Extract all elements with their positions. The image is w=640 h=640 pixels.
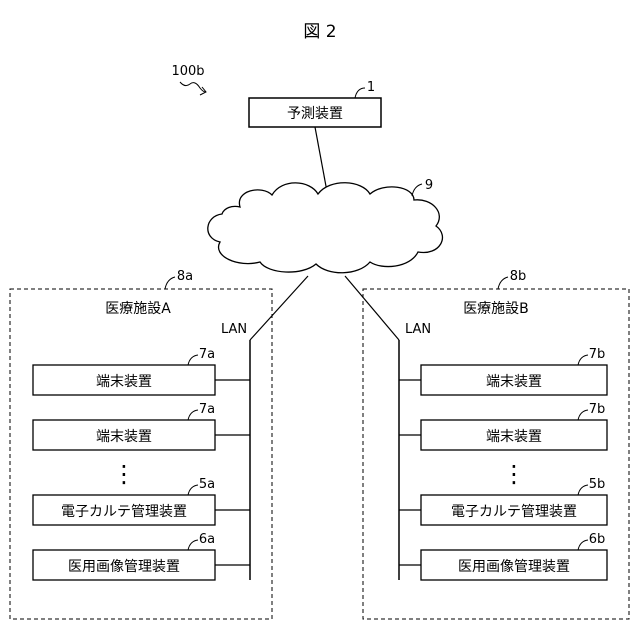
facility-a-ehr-ref: 5a bbox=[199, 477, 215, 492]
prediction-device-ref: 1 bbox=[367, 80, 375, 95]
facility-a-terminal-2-leader bbox=[188, 410, 198, 420]
network-lan-a-link bbox=[250, 276, 308, 340]
facility-b-imaging-leader bbox=[578, 540, 588, 550]
facility-a-terminal-1-ref: 7a bbox=[199, 347, 215, 362]
facility-a-ref: 8a bbox=[177, 269, 193, 284]
facility-b: 8b 医療施設B LAN 端末装置 7b 端末装置 7b ⋮ 電子カルテ管理装置… bbox=[363, 269, 629, 619]
facility-a-terminal-2-ref: 7a bbox=[199, 402, 215, 417]
figure-title: 図 2 bbox=[303, 22, 336, 42]
facility-b-ehr-label: 電子カルテ管理装置 bbox=[451, 504, 577, 520]
network-ref: 9 bbox=[425, 178, 433, 193]
network-leader bbox=[412, 184, 422, 196]
facility-a-name: 医療施設A bbox=[105, 300, 171, 317]
prediction-device: 予測装置 1 bbox=[249, 80, 381, 127]
facility-b-leader bbox=[498, 277, 508, 289]
facility-b-terminal-1-label: 端末装置 bbox=[486, 374, 542, 390]
facility-a-terminal-1-label: 端末装置 bbox=[96, 374, 152, 390]
facility-b-imaging-label: 医用画像管理装置 bbox=[458, 559, 570, 575]
facility-b-terminal-2-ref: 7b bbox=[589, 402, 606, 417]
facility-a-terminal-1-leader bbox=[188, 355, 198, 365]
facility-b-terminal-1-ref: 7b bbox=[589, 347, 606, 362]
facility-b-imaging-ref: 6b bbox=[589, 532, 606, 547]
facility-a-ehr-label: 電子カルテ管理装置 bbox=[61, 504, 187, 520]
facility-a-ehr-leader bbox=[188, 485, 198, 495]
facility-b-ellipsis: ⋮ bbox=[502, 460, 526, 488]
prediction-device-leader bbox=[355, 88, 365, 98]
prediction-device-label: 予測装置 bbox=[287, 106, 343, 122]
facility-b-name: 医療施設B bbox=[463, 300, 529, 317]
facility-a-ellipsis: ⋮ bbox=[112, 460, 136, 488]
facility-b-terminal-2-leader bbox=[578, 410, 588, 420]
facility-b-lan-label: LAN bbox=[405, 322, 431, 337]
facility-b-ehr-ref: 5b bbox=[589, 477, 606, 492]
network-cloud: 9 bbox=[208, 178, 443, 273]
facility-a-lan-label: LAN bbox=[221, 322, 247, 337]
facility-b-ref: 8b bbox=[510, 269, 527, 284]
system-ref-arrow bbox=[180, 82, 206, 95]
facility-b-terminal-2-label: 端末装置 bbox=[486, 429, 542, 445]
facility-a-imaging-label: 医用画像管理装置 bbox=[68, 559, 180, 575]
facility-a: 8a 医療施設A LAN 端末装置 7a 端末装置 7a ⋮ 電子カルテ管理装置… bbox=[10, 269, 272, 619]
system-ref: 100b bbox=[171, 64, 204, 79]
facility-b-ehr-leader bbox=[578, 485, 588, 495]
facility-a-imaging-ref: 6a bbox=[199, 532, 215, 547]
network-lan-b-link bbox=[345, 276, 399, 340]
facility-a-leader bbox=[165, 277, 175, 289]
facility-a-terminal-2-label: 端末装置 bbox=[96, 429, 152, 445]
facility-b-terminal-1-leader bbox=[578, 355, 588, 365]
facility-a-imaging-leader bbox=[188, 540, 198, 550]
